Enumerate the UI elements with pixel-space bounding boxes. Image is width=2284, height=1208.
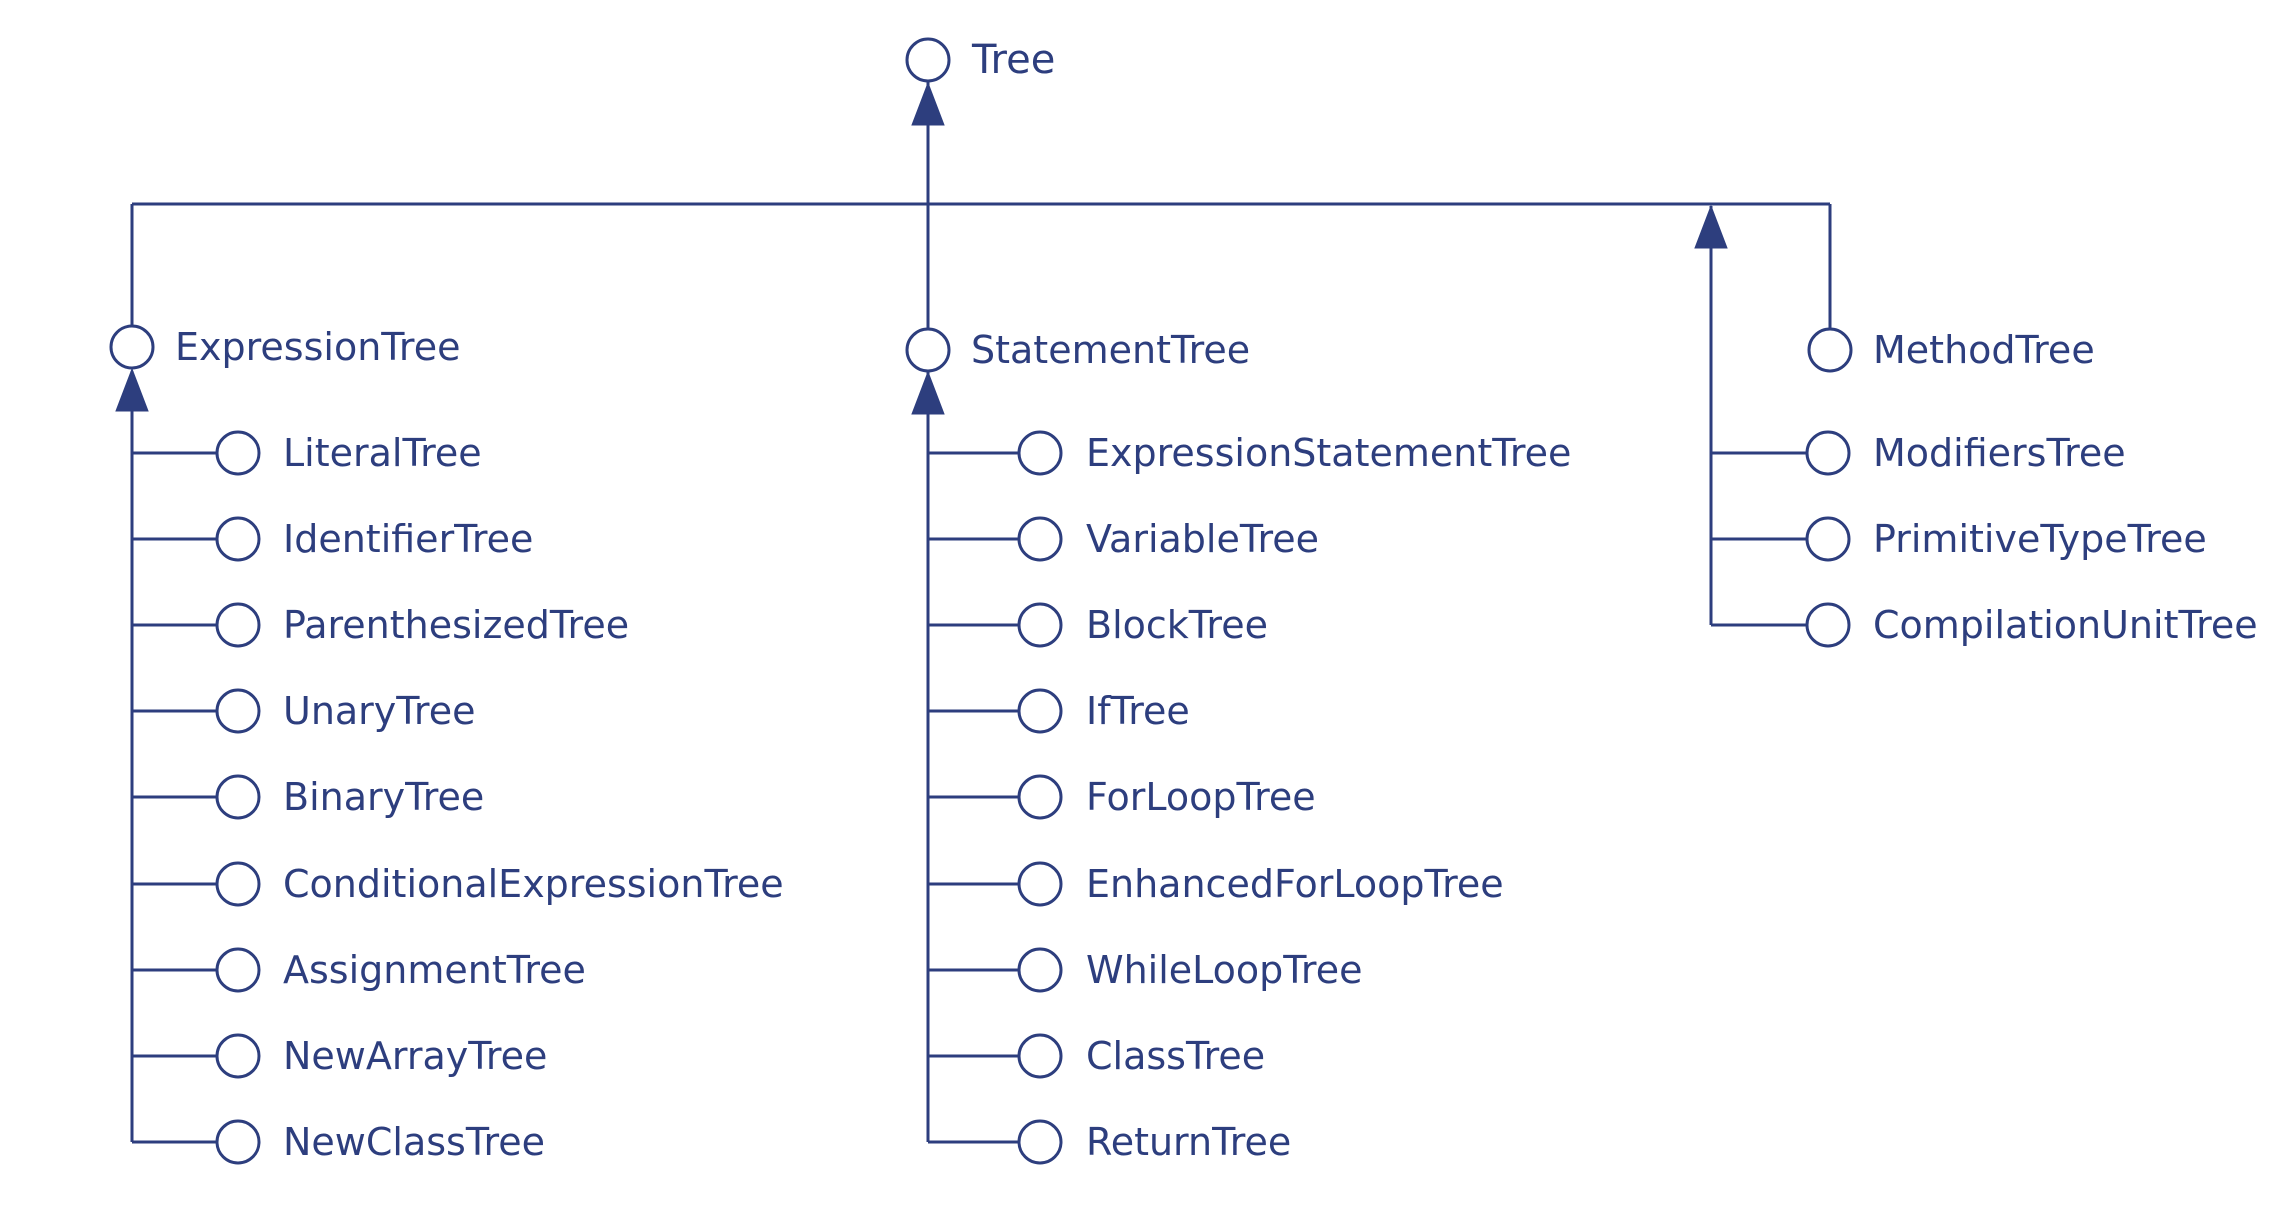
child-node-circle	[1017, 1119, 1063, 1165]
child-node-label: UnaryTree	[283, 689, 475, 733]
child-node-circle	[1017, 947, 1063, 993]
child-node-label: VariableTree	[1086, 517, 1319, 561]
tree-node-circle	[905, 37, 951, 83]
child-node-circle	[1017, 1033, 1063, 1079]
child-node-circle	[215, 602, 261, 648]
child-node-label: BinaryTree	[283, 775, 484, 819]
child-node-label: ModifiersTree	[1873, 431, 2126, 475]
child-node-label: IdentifierTree	[283, 517, 533, 561]
child-node-label: WhileLoopTree	[1086, 948, 1362, 992]
child-node-label: ConditionalExpressionTree	[283, 862, 784, 906]
child-node-circle	[215, 861, 261, 907]
child-node-label: ClassTree	[1086, 1034, 1265, 1078]
child-node-circle	[1017, 602, 1063, 648]
child-node-label: ParenthesizedTree	[283, 603, 629, 647]
child-node-circle	[1017, 516, 1063, 562]
child-node-label: IfTree	[1086, 689, 1190, 733]
child-node-label: AssignmentTree	[283, 948, 586, 992]
statementtree-node-circle	[905, 327, 951, 373]
child-node-circle	[215, 688, 261, 734]
child-node-circle	[1805, 602, 1851, 648]
child-node-circle	[1805, 516, 1851, 562]
expressiontree-node-label: ExpressionTree	[175, 325, 460, 369]
arrow-to-tree-icon	[911, 81, 945, 126]
child-node-circle	[215, 1119, 261, 1165]
child-node-label: CompilationUnitTree	[1873, 603, 2258, 647]
child-node-circle	[1017, 774, 1063, 820]
child-node-label: ForLoopTree	[1086, 775, 1316, 819]
child-node-label: NewClassTree	[283, 1120, 545, 1164]
child-node-circle	[215, 774, 261, 820]
child-node-circle	[215, 516, 261, 562]
child-node-circle	[1017, 430, 1063, 476]
child-node-circle	[215, 947, 261, 993]
child-node-circle	[1805, 430, 1851, 476]
methodtree-node-label: MethodTree	[1873, 328, 2095, 372]
child-node-label: ReturnTree	[1086, 1120, 1291, 1164]
child-node-circle	[1017, 688, 1063, 734]
child-node-label: LiteralTree	[283, 431, 482, 475]
tree-node-label: Tree	[971, 37, 1055, 83]
child-node-circle	[215, 430, 261, 476]
expressiontree-node-circle	[109, 324, 155, 370]
child-node-label: NewArrayTree	[283, 1034, 547, 1078]
methodtree-node-circle	[1807, 327, 1853, 373]
child-node-label: ExpressionStatementTree	[1086, 431, 1571, 475]
child-node-label: BlockTree	[1086, 603, 1268, 647]
child-node-label: PrimitiveTypeTree	[1873, 517, 2207, 561]
child-node-circle	[1017, 861, 1063, 907]
statementtree-node-label: StatementTree	[971, 328, 1250, 372]
child-node-circle	[215, 1033, 261, 1079]
child-node-label: EnhancedForLoopTree	[1086, 862, 1504, 906]
